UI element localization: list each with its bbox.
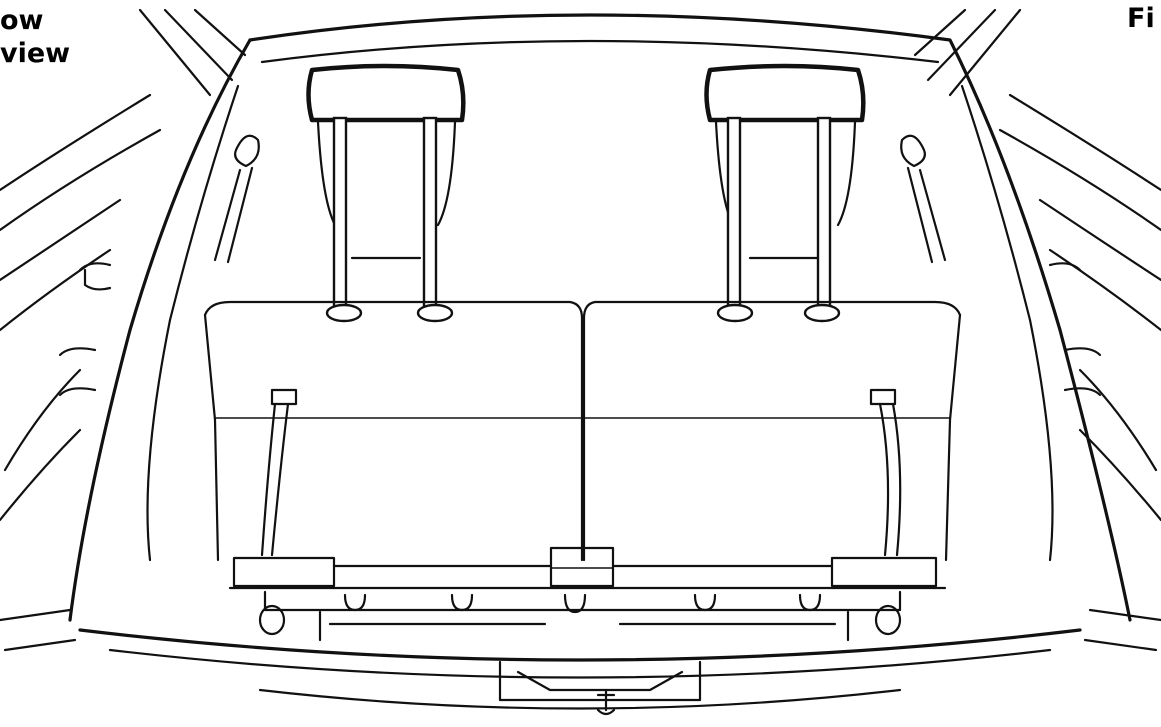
left-belt-guide-icon [213, 134, 260, 264]
caption-left-line1: ow [0, 5, 44, 36]
hatch-opening-outline [248, 13, 1132, 622]
right-headrest [704, 63, 866, 323]
left-seat-belt [260, 388, 298, 557]
right-pillar-lines [913, 8, 1161, 652]
caption-left: ow view [0, 4, 70, 70]
right-belt-guide-icon [900, 134, 947, 264]
right-seatback [582, 300, 962, 562]
rear-sill [78, 628, 1082, 710]
seat-base-rail [228, 546, 947, 642]
caption-right: Fi [1127, 3, 1155, 34]
left-headrest [306, 63, 466, 323]
left-seatback [203, 300, 584, 562]
right-seat-belt [869, 388, 902, 557]
child-seat-tether-anchor-icon [596, 688, 616, 716]
left-pillar-lines [0, 8, 247, 652]
rail-hooks [258, 593, 902, 636]
caption-left-line2: view [0, 38, 71, 69]
